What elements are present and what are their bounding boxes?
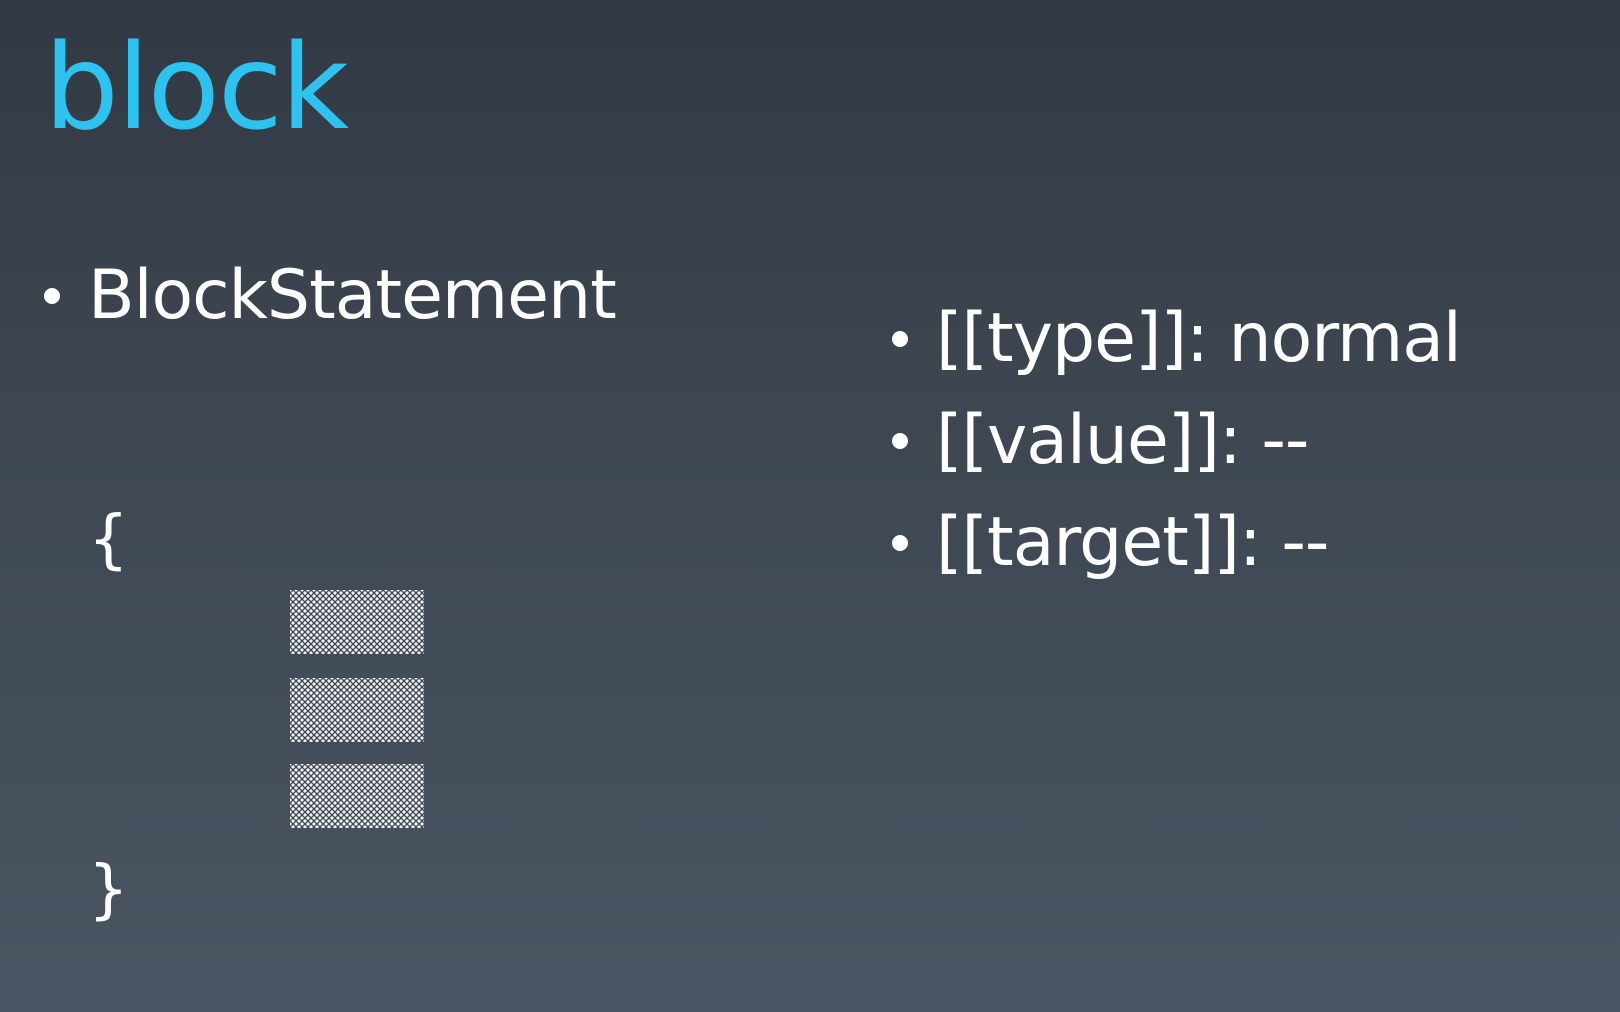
open-brace: {	[88, 503, 129, 577]
completion-record-type-text: [[type]]: normal	[936, 299, 1462, 378]
bullet-icon	[44, 288, 60, 304]
code-placeholder	[290, 678, 424, 742]
bullet-icon	[892, 331, 908, 347]
completion-record-value: [[value]]: --	[892, 390, 1461, 492]
completion-record-target: [[target]]: --	[892, 492, 1461, 594]
slide-title: block	[44, 18, 349, 156]
left-bullet-item: BlockStatement	[44, 256, 617, 336]
bullet-icon	[892, 433, 908, 449]
code-placeholder	[290, 590, 424, 654]
close-brace: }	[88, 853, 129, 927]
completion-record-list: [[type]]: normal [[value]]: -- [[target]…	[892, 288, 1462, 594]
completion-record-type: [[type]]: normal	[892, 288, 1462, 390]
left-bullet-text: BlockStatement	[88, 256, 617, 335]
completion-record-value-text: [[value]]: --	[936, 401, 1309, 480]
completion-record-target-text: [[target]]: --	[936, 503, 1329, 582]
code-placeholder	[290, 764, 424, 828]
bullet-icon	[892, 535, 908, 551]
